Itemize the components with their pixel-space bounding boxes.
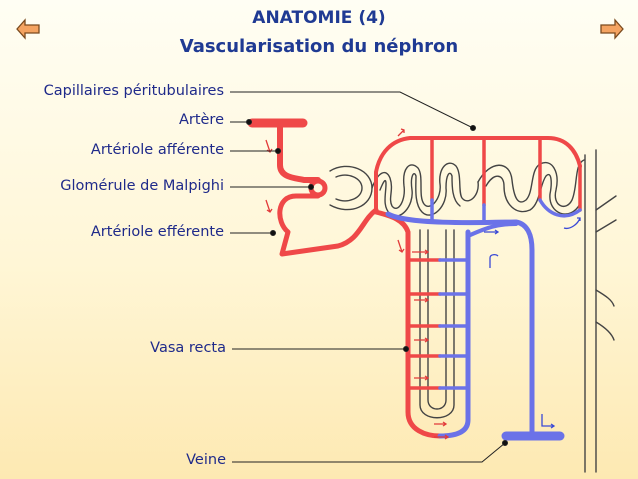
label-arteriole-efferente: Artériole efférente [90,224,224,240]
venous-vessels [385,198,582,441]
label-capillaires-peritubulaires: Capillaires péritubulaires [43,83,224,99]
page-title: ANATOMIE (4) [252,8,386,28]
leader-lines [230,91,508,463]
arrow-right-icon[interactable] [600,18,624,40]
label-veine: Veine [186,452,226,468]
label-glomerule-de-malpighi: Glomérule de Malpighi [60,178,224,194]
label-vasa-recta: Vasa recta [150,340,226,356]
label-arteriole-afferente: Artériole afférente [90,142,224,158]
flow-arrows [265,128,581,440]
label-artere: Artère [178,112,224,128]
page-subtitle: Vascularisation du néphron [179,36,459,57]
arterial-vessels [247,118,582,439]
nephron-tubule [329,149,617,473]
arrow-left-icon[interactable] [16,18,40,40]
